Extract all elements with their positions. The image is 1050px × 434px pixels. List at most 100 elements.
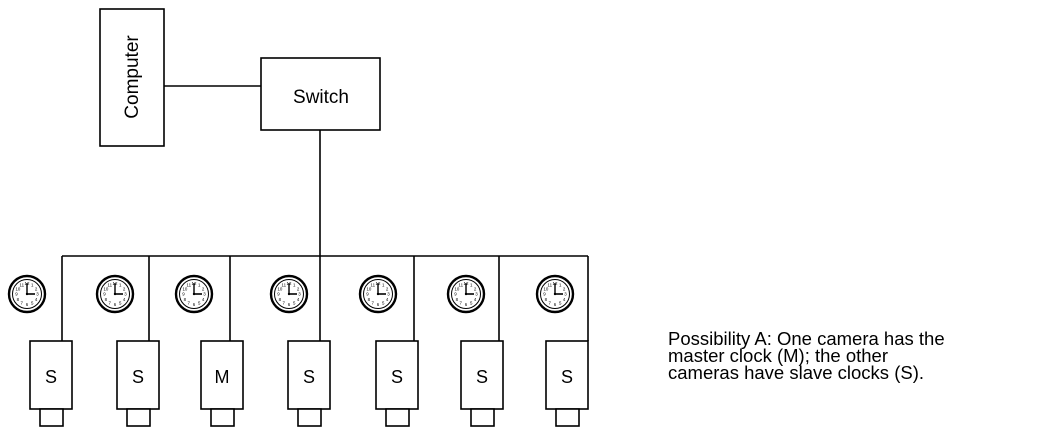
svg-text:5: 5: [559, 301, 562, 306]
svg-text:9: 9: [543, 292, 546, 297]
camera-2: S: [116, 256, 160, 427]
svg-text:7: 7: [109, 301, 112, 306]
svg-text:6: 6: [554, 302, 557, 307]
camera-body: [460, 340, 504, 410]
svg-text:8: 8: [184, 297, 187, 302]
svg-text:1: 1: [31, 283, 34, 288]
svg-text:6: 6: [26, 302, 29, 307]
switch-label: Switch: [293, 87, 349, 108]
svg-text:3: 3: [564, 292, 567, 297]
camera-3: M: [200, 256, 244, 427]
svg-text:5: 5: [293, 301, 296, 306]
camera-body: [375, 340, 419, 410]
svg-text:5: 5: [198, 301, 201, 306]
svg-text:10: 10: [454, 286, 459, 291]
camera-lens: [39, 408, 64, 427]
svg-text:1: 1: [559, 283, 562, 288]
svg-text:3: 3: [298, 292, 301, 297]
svg-text:2: 2: [474, 286, 477, 291]
camera-clock-type-label: S: [303, 367, 315, 387]
camera-clock-type-label: S: [132, 367, 144, 387]
svg-text:11: 11: [370, 283, 375, 288]
svg-text:4: 4: [474, 297, 477, 302]
camera-clock-type-label: M: [215, 367, 230, 387]
camera-7: S: [545, 256, 589, 427]
svg-text:10: 10: [277, 286, 282, 291]
caption-line-3: cameras have slave clocks (S).: [668, 362, 925, 383]
camera-body: [200, 340, 244, 410]
svg-text:5: 5: [470, 301, 473, 306]
svg-text:1: 1: [470, 283, 473, 288]
camera-5: S: [375, 256, 419, 427]
svg-text:11: 11: [107, 283, 112, 288]
svg-text:3: 3: [124, 292, 127, 297]
svg-text:11: 11: [281, 283, 286, 288]
svg-text:5: 5: [119, 301, 122, 306]
camera-body: [116, 340, 160, 410]
svg-text:2: 2: [202, 286, 205, 291]
svg-text:6: 6: [193, 302, 196, 307]
svg-text:7: 7: [460, 301, 463, 306]
svg-text:6: 6: [114, 302, 117, 307]
svg-text:6: 6: [465, 302, 468, 307]
diagram-caption: Possibility A: One camera has the master…: [668, 328, 1048, 383]
svg-text:9: 9: [366, 292, 369, 297]
camera-lens: [555, 408, 580, 427]
svg-text:9: 9: [277, 292, 280, 297]
svg-text:4: 4: [563, 297, 566, 302]
svg-text:3: 3: [475, 292, 478, 297]
svg-text:5: 5: [382, 301, 385, 306]
switch-box: [260, 57, 381, 131]
camera-lens: [470, 408, 495, 427]
svg-text:3: 3: [387, 292, 390, 297]
svg-text:10: 10: [366, 286, 371, 291]
caption-line-2: master clock (M); the other: [668, 345, 889, 366]
svg-text:2: 2: [35, 286, 38, 291]
svg-text:2: 2: [386, 286, 389, 291]
svg-text:2: 2: [297, 286, 300, 291]
svg-text:6: 6: [377, 302, 380, 307]
svg-text:8: 8: [456, 297, 459, 302]
camera-1: S: [29, 256, 73, 427]
camera-lens: [385, 408, 410, 427]
svg-text:9: 9: [103, 292, 106, 297]
svg-text:7: 7: [188, 301, 191, 306]
svg-text:7: 7: [549, 301, 552, 306]
camera-4: S: [287, 256, 331, 427]
svg-text:5: 5: [31, 301, 34, 306]
svg-text:4: 4: [123, 297, 126, 302]
computer-box: [99, 8, 165, 147]
camera-6: S: [460, 256, 504, 427]
svg-text:3: 3: [36, 292, 39, 297]
svg-text:2: 2: [563, 286, 566, 291]
svg-text:1: 1: [198, 283, 201, 288]
svg-text:9: 9: [454, 292, 457, 297]
caption-line-1: Possibility A: One camera has the: [668, 328, 945, 349]
camera-clock-type-label: S: [391, 367, 403, 387]
camera-clock-type-label: S: [45, 367, 57, 387]
svg-text:11: 11: [186, 283, 191, 288]
svg-text:10: 10: [182, 286, 187, 291]
svg-text:10: 10: [15, 286, 20, 291]
svg-text:7: 7: [283, 301, 286, 306]
svg-text:4: 4: [386, 297, 389, 302]
svg-text:10: 10: [543, 286, 548, 291]
svg-text:4: 4: [35, 297, 38, 302]
computer-label: Computer: [122, 35, 143, 119]
svg-text:8: 8: [279, 297, 282, 302]
svg-text:11: 11: [547, 283, 552, 288]
svg-text:1: 1: [119, 283, 122, 288]
svg-text:7: 7: [21, 301, 24, 306]
svg-text:8: 8: [545, 297, 548, 302]
svg-text:8: 8: [368, 297, 371, 302]
svg-text:9: 9: [182, 292, 185, 297]
camera-clock-type-label: S: [561, 367, 573, 387]
svg-text:3: 3: [203, 292, 206, 297]
svg-text:7: 7: [372, 301, 375, 306]
